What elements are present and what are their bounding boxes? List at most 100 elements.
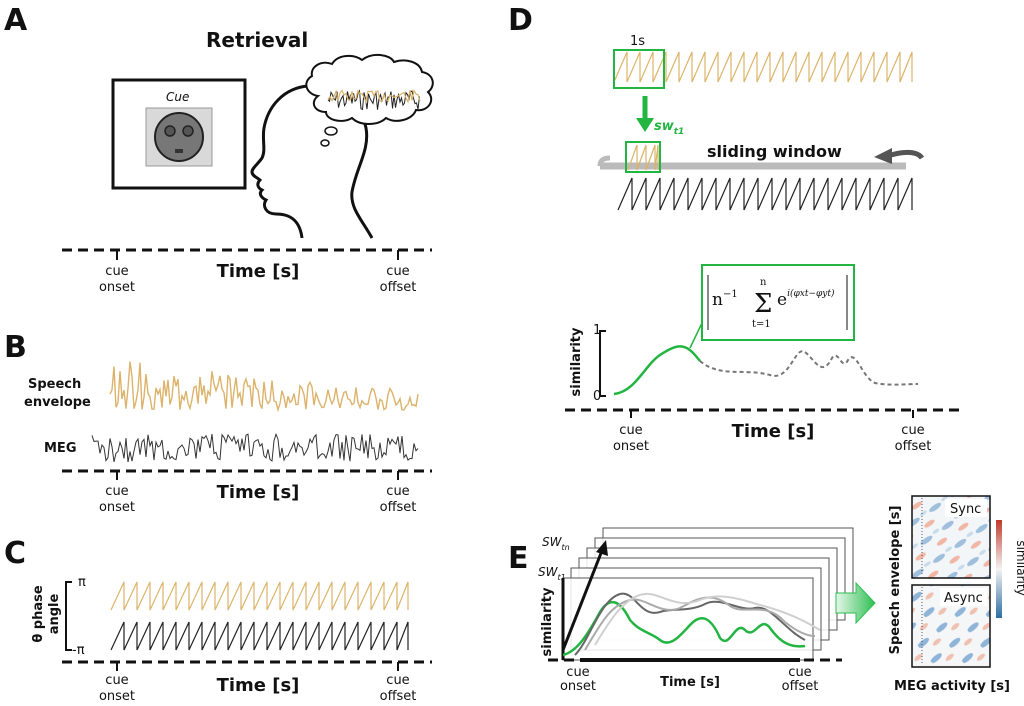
panel-a: A Retrieval Cue cue onset Time [s] cue — [4, 3, 434, 295]
envelope-label: envelope — [24, 395, 91, 410]
retrieval-title: Retrieval — [206, 28, 308, 52]
matrix-xlabel: MEG activity [s] — [894, 679, 1010, 694]
panel-b: B Speech envelope MEG cue onset Time [s]… — [4, 330, 432, 515]
cue-onset-label-a: cue — [105, 264, 128, 279]
sw-t1-label: swt1 — [654, 119, 684, 137]
plv-formula: n−1 n Σ t=1 ei(φxt−φyt) — [707, 275, 848, 330]
cue-offset-label-c: cue — [386, 673, 409, 688]
cue-offset-label-a-2: offset — [380, 280, 417, 295]
window-phase-trace — [627, 144, 659, 171]
panel-c-letter: C — [4, 536, 26, 571]
time-axis-e: cue onset Time [s] cue offset — [548, 658, 842, 694]
panel-b-letter: B — [4, 330, 27, 365]
sw-tn-label: SWtn — [542, 535, 570, 552]
cue-onset-label-e: cue — [566, 665, 589, 680]
sim-tick-1: 1 — [593, 323, 601, 338]
depth-arrow-icon — [561, 540, 608, 651]
cue-offset-label-b: cue — [386, 484, 409, 499]
similarity-curve-front — [562, 600, 806, 657]
panel-d: D 1s swt1 sliding window n−1 n Σ t=1 ei — [508, 3, 960, 454]
cue-onset-label-d: cue — [619, 423, 642, 438]
time-axis-d: cue onset Time [s] cue offset — [565, 408, 960, 454]
sliding-bar-curl — [597, 155, 611, 167]
thought-dot-large — [324, 126, 338, 136]
right-arrow-icon — [835, 581, 876, 625]
speech-phase-trace — [110, 581, 409, 611]
meg-phase-trace — [110, 621, 409, 651]
cue-offset-label-d-2: offset — [895, 439, 932, 454]
colorbar-label: similarity — [1014, 540, 1024, 595]
time-axis-b: cue onset Time [s] cue offset — [62, 469, 432, 515]
tick-pi: π — [78, 575, 86, 590]
down-arrow-icon — [636, 96, 654, 132]
formula-pointer — [689, 322, 703, 349]
colorbar — [996, 520, 1002, 618]
tick-minus-pi: -π — [72, 643, 85, 658]
cue-onset-label-d-2: onset — [613, 439, 649, 454]
panel-e: E SWtn SWt1 similarity cue onset Time [s… — [508, 495, 1024, 694]
formula-n: n−1 — [712, 289, 738, 310]
panel-d-letter: D — [508, 3, 533, 38]
angle-label: angle — [47, 594, 62, 635]
window-size-label: 1s — [630, 34, 645, 49]
cue-offset-label-e-2: offset — [782, 679, 819, 694]
cue-onset-label-b: cue — [105, 484, 128, 499]
sync-label: Sync — [950, 502, 981, 517]
similarity-curve-solid — [613, 345, 701, 396]
meg-trace — [91, 432, 419, 463]
time-axis-title-b: Time [s] — [217, 482, 300, 503]
thought-meg-wave — [327, 89, 420, 111]
similarity-bracket — [599, 330, 606, 397]
cue-offset-label-a: cue — [386, 264, 409, 279]
similarity-ylabel-d: similarity — [569, 327, 584, 397]
meg-phase-trace-d — [617, 177, 913, 211]
cue-onset-label-e-2: onset — [560, 679, 596, 694]
window-1s-box — [613, 49, 665, 89]
async-label: Async — [944, 591, 983, 606]
theta-phase-label: θ phase — [31, 585, 46, 643]
time-axis-title-c: Time [s] — [217, 675, 300, 696]
thought-speech-wave — [327, 88, 421, 104]
cue-offset-label-e: cue — [788, 665, 811, 680]
similarity-ylabel-e: similarity — [540, 587, 555, 657]
left-arrow-icon — [874, 148, 925, 164]
formula-sum-top: n — [760, 277, 767, 288]
sim-tick-0: 0 — [593, 389, 601, 404]
formula-box — [701, 264, 855, 341]
sync-label-bg — [945, 499, 987, 517]
similarity-curve-back-3 — [594, 592, 821, 646]
cue-offset-label-b-2: offset — [380, 500, 417, 515]
time-axis-title-a: Time [s] — [217, 261, 300, 282]
socket-face-icon — [154, 112, 204, 162]
cue-label: Cue — [166, 90, 189, 104]
panel-c: C θ phase angle π -π cue onset Time [s] … — [4, 536, 432, 704]
matrix-ylabel: Speech envelope [s] — [888, 506, 903, 655]
cue-onset-label-c-2: onset — [99, 689, 135, 704]
time-axis-title-e: Time [s] — [660, 675, 720, 690]
time-axis-c: cue onset Time [s] cue offset — [62, 660, 432, 704]
async-label-bg — [940, 588, 987, 606]
sliding-window-box — [625, 141, 661, 173]
time-axis-a: cue onset Time [s] cue offset — [62, 248, 432, 295]
meg-label: MEG — [44, 441, 77, 456]
sliding-window-label: sliding window — [707, 142, 842, 161]
speech-label: Speech — [28, 377, 81, 392]
thought-dot-small — [320, 139, 330, 147]
similarity-curve-dashed — [699, 350, 919, 386]
speech-envelope-trace — [109, 361, 419, 413]
sigma-icon: Σ — [754, 289, 772, 319]
phase-range-bracket — [65, 581, 72, 651]
head-silhouette — [250, 84, 374, 239]
time-axis-title-d: Time [s] — [732, 421, 815, 442]
panel-e-letter: E — [508, 541, 529, 576]
panel-a-letter: A — [4, 3, 28, 38]
sw-t1-label-e: SWt1 — [538, 565, 566, 582]
cue-offset-label-c-2: offset — [380, 689, 417, 704]
cue-onset-label-a-2: onset — [99, 280, 135, 295]
speech-phase-trace-d — [613, 51, 913, 83]
cue-offset-label-d: cue — [901, 423, 924, 438]
cue-onset-label-b-2: onset — [99, 500, 135, 515]
formula-e: ei(φxt−φyt) — [777, 288, 835, 310]
cue-onset-label-c: cue — [105, 673, 128, 688]
formula-sum-bottom: t=1 — [752, 319, 771, 330]
